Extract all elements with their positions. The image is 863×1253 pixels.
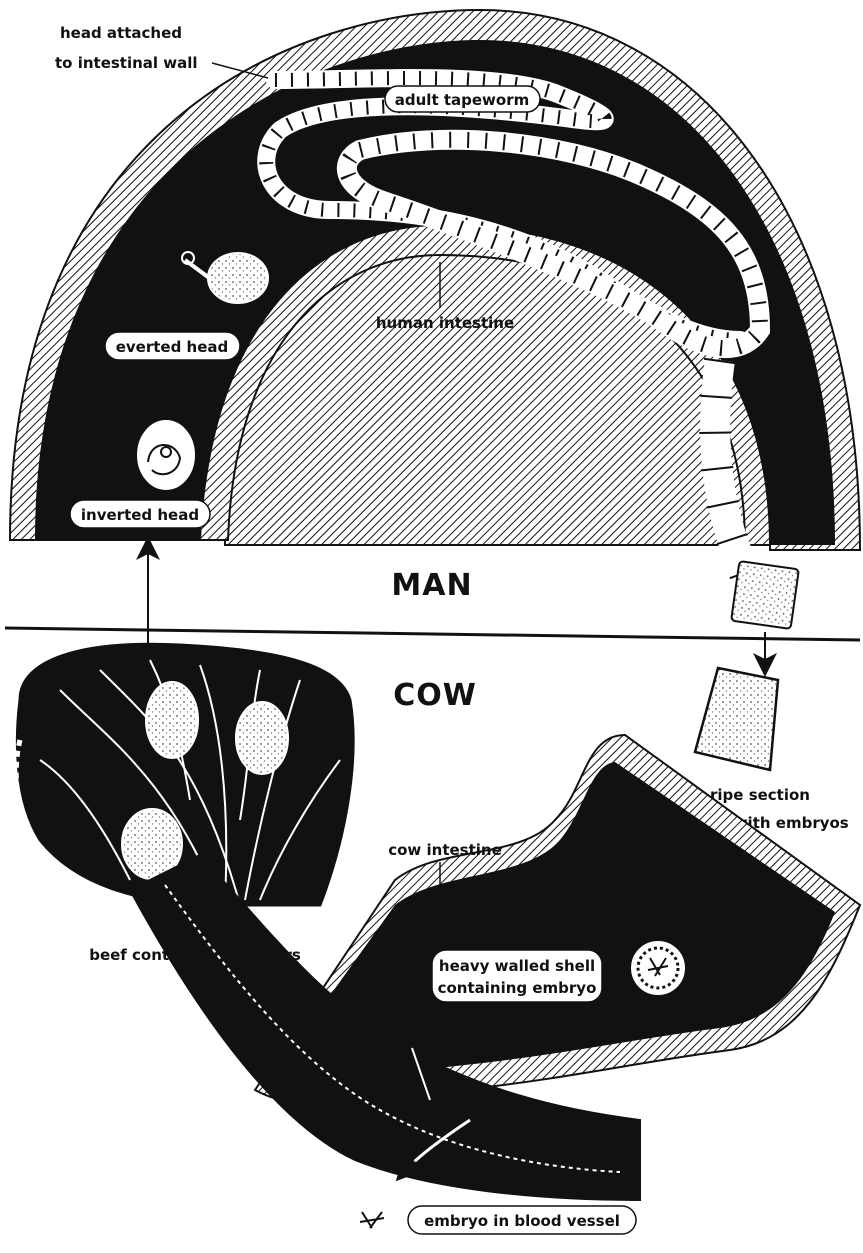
label-heavy-shell-line2: containing embryo — [438, 979, 597, 997]
label-inverted-head: inverted head — [70, 500, 210, 528]
label-adult-tapeworm: adult tapeworm — [385, 86, 540, 112]
bladder-cyst — [146, 682, 198, 758]
label-man: MAN — [391, 568, 472, 603]
label-embryo-blood-vessel-text: embryo in blood vessel — [424, 1212, 620, 1230]
label-head-attached: head attached to intestinal wall — [55, 24, 268, 78]
label-head-attached-line1: head attached — [60, 24, 182, 42]
embryo-in-vessel-figure — [350, 1200, 394, 1240]
label-embryo-in-blood-vessel: embryo in blood vessel — [408, 1206, 636, 1234]
bladder-cyst — [236, 702, 288, 774]
man-cow-divider — [5, 628, 860, 640]
label-inverted-head-text: inverted head — [81, 506, 199, 524]
inverted-head-figure — [138, 421, 194, 489]
label-adult-tapeworm-text: adult tapeworm — [395, 91, 529, 109]
label-human-intestine-text: human intestine — [376, 314, 514, 332]
tapeworm-tail-segment — [731, 561, 799, 629]
label-cow-intestine-text: cow intestine — [388, 841, 502, 859]
ripe-section-figure — [695, 668, 778, 770]
label-everted-head-text: everted head — [116, 338, 229, 356]
label-heavy-walled-shell: heavy walled shell containing embryo — [432, 950, 602, 1002]
label-head-attached-line2: to intestinal wall — [55, 54, 198, 72]
label-ripe-section-line1: ripe section — [710, 786, 810, 804]
label-cow: COW — [393, 678, 477, 713]
heavy-walled-shell-figure — [632, 942, 684, 994]
label-heavy-shell-line1: heavy walled shell — [439, 957, 595, 975]
label-everted-head: everted head — [105, 332, 240, 360]
